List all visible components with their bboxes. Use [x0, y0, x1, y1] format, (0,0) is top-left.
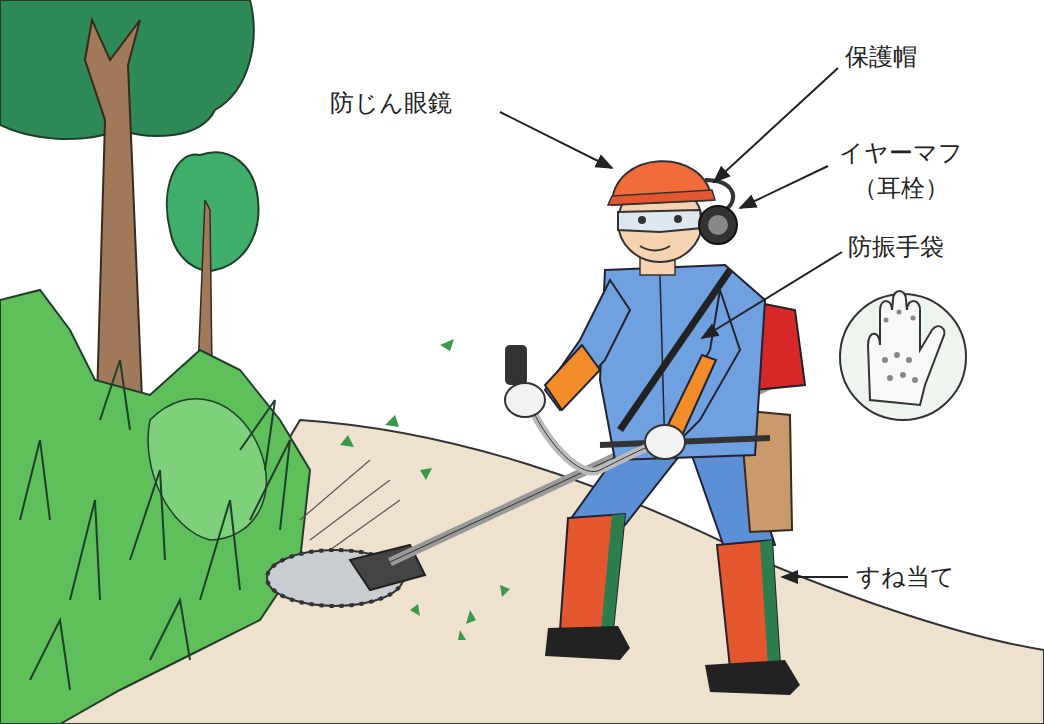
glove	[645, 425, 685, 459]
leader-line	[714, 68, 838, 182]
mouth	[640, 246, 670, 251]
leader-line	[500, 112, 612, 168]
grass-blades	[20, 360, 290, 690]
leader-line	[740, 166, 828, 208]
torso	[600, 265, 765, 460]
part-label: 防振手袋	[848, 230, 944, 265]
helmet-brim	[608, 190, 715, 205]
bush	[148, 399, 266, 540]
grass	[0, 290, 310, 724]
part-label: 防じん眼鏡	[330, 86, 452, 121]
small-tree	[167, 152, 259, 271]
guard-strap	[601, 514, 625, 630]
leader-lines	[500, 68, 848, 577]
glove	[505, 383, 545, 417]
earmuff-cup	[708, 215, 728, 235]
part-label: すね当て	[856, 560, 955, 595]
earmuff	[699, 206, 737, 244]
part-label: イヤーマフ （耳栓）	[836, 136, 966, 206]
guard-strap	[760, 540, 780, 666]
arm	[545, 280, 630, 410]
shin-guard	[717, 540, 780, 668]
leader-line	[702, 252, 842, 338]
glove-dots	[882, 310, 918, 384]
small-tree-trunk	[198, 200, 212, 370]
glove-icon	[868, 291, 944, 405]
part-label: 保護帽	[845, 40, 917, 75]
throttle-grip	[505, 345, 527, 385]
motion-lines	[300, 460, 400, 550]
goggles	[618, 210, 702, 232]
boot	[705, 660, 800, 695]
arm-cover	[545, 345, 600, 410]
shin-guard	[560, 514, 625, 630]
leader-line	[782, 576, 848, 578]
boot	[545, 626, 630, 660]
